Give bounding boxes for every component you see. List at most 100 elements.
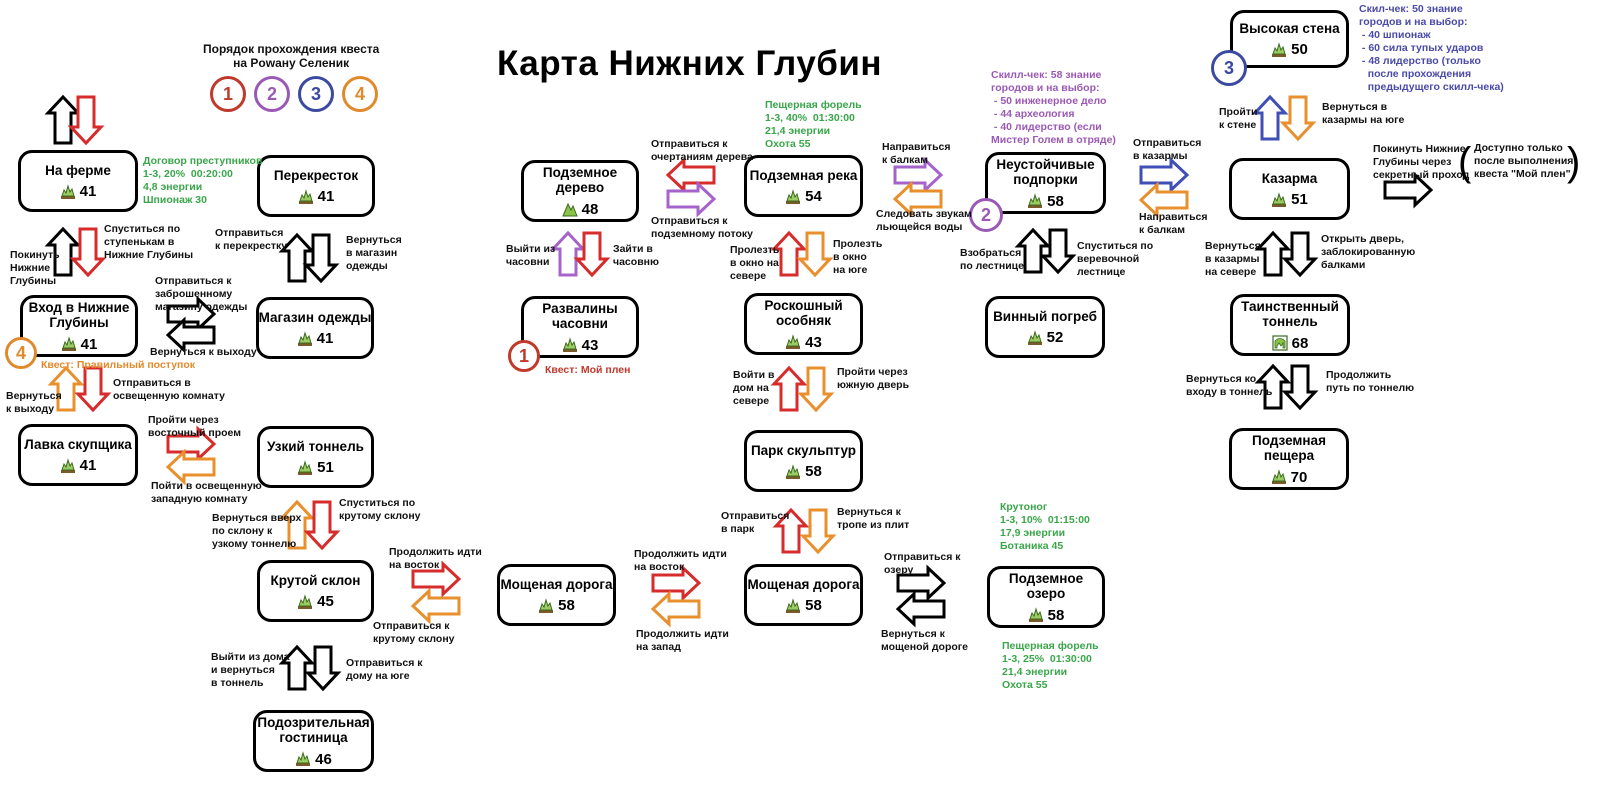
node-barracks[interactable]: Казарма 51 — [1229, 158, 1350, 220]
label-back-barracks-north: Вернуться в казармы на севере — [1205, 240, 1261, 278]
label-quest-captive: Квест: Мой плен — [545, 364, 631, 376]
label-enter-chapel: Зайти в часовню — [613, 243, 659, 268]
level-value: 51 — [1291, 191, 1308, 208]
label-to-park: Отправиться в парк — [721, 510, 790, 535]
label-to-wall: Пройти к стене — [1219, 106, 1258, 131]
label-to-beams2: Направиться к балкам — [1139, 211, 1208, 236]
label-back-barracks-south: Вернуться в казармы на юге — [1322, 101, 1405, 126]
arrow-chapel-down — [573, 231, 611, 278]
arrow-inn-up — [278, 644, 316, 691]
level-value: 46 — [315, 750, 332, 768]
arrow-lake-left — [895, 590, 946, 628]
node-name: Узкий тоннель — [267, 438, 364, 454]
node-road2[interactable]: Мощеная дорога 58 — [744, 564, 863, 626]
cave-icon — [1272, 335, 1288, 351]
arrow-props-left — [892, 180, 943, 218]
terrain-icon — [297, 330, 312, 346]
node-name: Подземная река — [749, 167, 858, 183]
label-river-gather: Пещерная форель 1-3, 40% 01:30:00 21,4 э… — [765, 99, 862, 150]
node-name: Парк скульптур — [750, 442, 857, 458]
label-enter-north: Войти в дом на севере — [733, 369, 775, 407]
arrow-tunnel-down — [1281, 231, 1319, 278]
label-skill-check-50: Скил-чек: 50 знание городов и на выбор: … — [1359, 3, 1504, 93]
map-title: Карта Нижних Глубин — [497, 44, 883, 83]
node-river[interactable]: Подземная река 54 — [744, 155, 863, 217]
label-to-beams: Направиться к балкам — [882, 141, 951, 166]
label-go-east2: Продолжить идти на восток — [634, 548, 727, 573]
label-farm-gather: Договор преступников 1-3, 20% 00:20:00 4… — [143, 155, 263, 206]
level-value: 58 — [805, 597, 822, 614]
label-back-exit2: Вернуться к выходу — [6, 390, 62, 415]
arrow-entrance-up — [44, 226, 82, 277]
quest-circle-3: 3 — [1211, 50, 1247, 86]
legend-circle-4: 4 — [342, 76, 378, 112]
node-name: Роскошный особняк — [764, 298, 843, 328]
label-back-exit1: Вернуться к выходу — [150, 346, 257, 358]
bracket-right: ) — [1567, 140, 1581, 184]
mountain-icon — [561, 202, 578, 217]
label-climb-ladder: Взобраться по лестнице — [960, 247, 1024, 272]
label-window-north: Пролезть в окно на севере — [730, 244, 780, 282]
label-to-crossroad: Отправиться к перекрестку — [215, 227, 288, 252]
arrow-road2-left — [650, 590, 701, 628]
arrow-entrance-down — [69, 227, 107, 278]
node-name: На ферме — [45, 162, 111, 178]
node-level: 54 — [785, 188, 822, 205]
arrow-steep-down — [303, 500, 341, 551]
node-level: 43 — [785, 334, 822, 350]
level-value: 41 — [79, 457, 97, 474]
label-skill-check-58: Скилл-чек: 58 знание городов и на выбор:… — [991, 69, 1116, 146]
level-value: 43 — [805, 333, 822, 351]
node-level: 48 — [561, 201, 598, 217]
legend-circle-3: 3 — [298, 76, 334, 112]
label-down-rope: Спуститься по веревочной лестнице — [1077, 240, 1154, 278]
terrain-icon — [1028, 193, 1043, 208]
node-name: Мощеная дорога — [747, 576, 860, 592]
label-quest-right: Квест: Правильный поступок — [41, 359, 196, 371]
label-climb-up: Вернуться вверх по склону к узкому тонне… — [212, 512, 302, 550]
node-level: 50 — [1271, 41, 1308, 58]
arrow-secret-right — [1383, 171, 1434, 209]
arrow-park-down — [797, 366, 835, 413]
node-tree[interactable]: Подземное дерево 48 — [521, 160, 639, 222]
node-name: Подземная пещера — [1252, 433, 1326, 463]
node-level: 46 — [295, 751, 332, 767]
node-level: 41 — [298, 188, 334, 205]
node-mansion[interactable]: Роскошный особняк 43 — [744, 293, 863, 355]
node-name: Подземное дерево — [542, 165, 618, 195]
node-level: 68 — [1272, 335, 1308, 351]
arrow-tree-left — [665, 156, 716, 194]
label-leave-secret: Покинуть Нижние Глубины через секретный … — [1373, 143, 1470, 181]
node-level: 58 — [538, 597, 575, 614]
level-value: 45 — [317, 593, 334, 610]
node-level: 58 — [785, 597, 822, 614]
arrow-steep-up — [278, 499, 316, 550]
arrow-crossroad-up — [278, 232, 316, 283]
label-go-west: Продолжить идти на запад — [636, 628, 729, 653]
label-exit-chapel: Выйти из часовни — [506, 243, 556, 268]
terrain-icon — [60, 457, 75, 473]
label-lake-gather1: Крутоног 1-3, 10% 01:15:00 17,9 энергии … — [1000, 501, 1090, 552]
node-name: Казарма — [1261, 170, 1318, 186]
terrain-icon — [562, 337, 577, 352]
label-window-south: Пролезть в окно на юге — [833, 238, 883, 276]
label-to-lake: Отправиться к озеру — [884, 551, 961, 576]
node-name: Вход в Нижние Глубины — [28, 300, 130, 330]
